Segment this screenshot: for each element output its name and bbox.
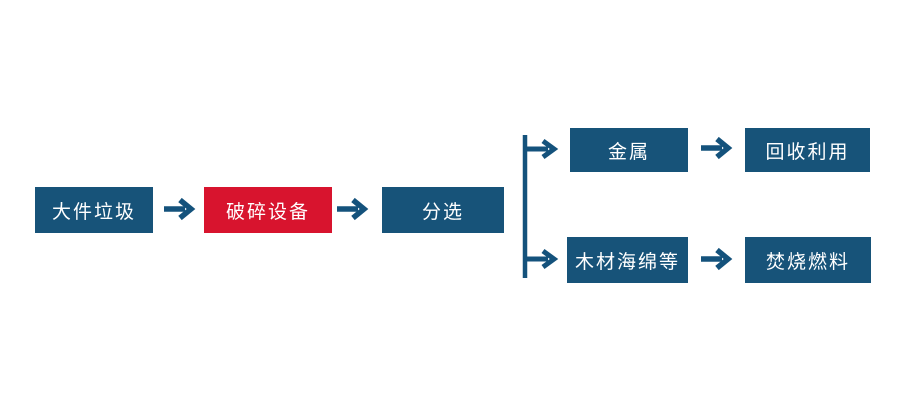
arrow-right-icon [164,197,196,221]
node-sorting: 分选 [382,187,504,233]
arrow-right-icon [701,247,733,271]
node-recycling: 回收利用 [745,128,870,172]
arrow-right-icon [337,197,369,221]
branch-connector-icon [522,135,559,278]
node-metal: 金属 [570,128,688,172]
arrow-right-icon [701,136,733,160]
node-incineration-fuel: 焚烧燃料 [745,237,871,283]
node-wood-sponge: 木材海绵等 [567,237,688,283]
node-bulky-waste: 大件垃圾 [35,187,153,233]
node-crushing-equipment: 破碎设备 [204,187,332,233]
